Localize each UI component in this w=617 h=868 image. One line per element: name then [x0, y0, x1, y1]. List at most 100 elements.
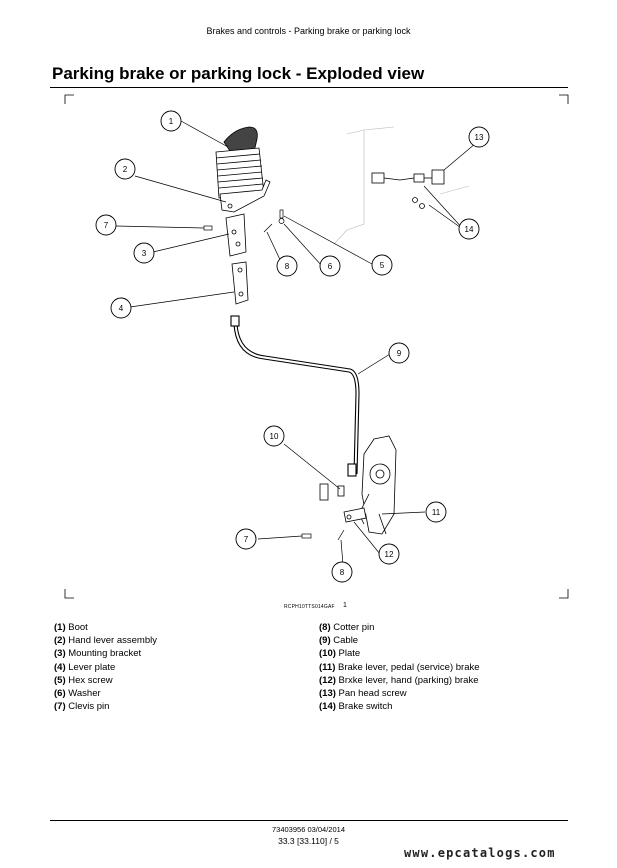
legend-num: (1)	[54, 622, 66, 633]
legend-text: Mounting bracket	[68, 648, 142, 660]
fasteners-top	[203, 209, 285, 233]
svg-text:6: 6	[328, 262, 333, 271]
callout-7-lower: 7	[235, 528, 257, 550]
brake-switch-part	[371, 169, 445, 209]
callout-8: 8	[276, 255, 298, 277]
legend-item: (13) Pan head screw	[319, 687, 480, 700]
legend-text: Plate	[338, 648, 361, 660]
exploded-view-drawing	[64, 94, 569, 599]
svg-text:9: 9	[397, 349, 402, 358]
legend-num: (5)	[54, 674, 66, 686]
title-rule	[50, 87, 568, 88]
hand-lever-part	[219, 179, 271, 213]
callout-2: 2	[114, 158, 136, 180]
footer-page-number: 33.3 [33.110] / 5	[278, 836, 339, 846]
footer-doc-id: 73403956 03/04/2014	[272, 825, 345, 834]
legend-item: (1) Boot	[54, 621, 157, 634]
svg-text:14: 14	[465, 225, 474, 234]
legend-item: (7) Clevis pin	[54, 700, 157, 713]
legend-item: (11) Brake lever, pedal (service) brake	[319, 661, 480, 674]
legend-text: Cable	[333, 635, 359, 647]
legend-text: Hex screw	[68, 674, 113, 686]
legend-item: (14) Brake switch	[319, 700, 480, 713]
boot-part	[215, 126, 265, 199]
parking-brake-lever-part	[343, 507, 367, 523]
callout-3: 3	[133, 242, 155, 264]
legend-num: (6)	[54, 688, 66, 700]
callout-14: 14	[458, 218, 480, 240]
svg-text:10: 10	[270, 432, 279, 441]
svg-text:13: 13	[475, 133, 484, 142]
legend-item: (9) Cable	[319, 634, 480, 647]
svg-text:11: 11	[432, 508, 441, 517]
footer-rule	[50, 820, 568, 821]
legend-item: (5) Hex screw	[54, 674, 157, 687]
crop-marks	[64, 94, 569, 599]
legend-num: (3)	[54, 648, 66, 660]
legend-num: (10)	[319, 648, 336, 660]
legend-num: (12)	[319, 674, 336, 686]
svg-text:2: 2	[123, 165, 128, 174]
svg-text:4: 4	[119, 304, 124, 313]
lever-plate-part	[231, 261, 249, 305]
svg-text:8: 8	[340, 568, 345, 577]
figure-code: RCPH10TTS014GAF	[284, 604, 335, 610]
callout-8-lower: 8	[331, 561, 353, 583]
callout-13: 13	[468, 126, 490, 148]
legend-left: (1) Boot (2) Hand lever assembly (3) Mou…	[54, 621, 157, 713]
legend-num: (7)	[54, 701, 66, 713]
legend-item: (3) Mounting bracket	[54, 647, 157, 660]
callout-12: 12	[378, 543, 400, 565]
legend-item: (8) Cotter pin	[319, 621, 480, 634]
svg-text:3: 3	[142, 249, 147, 258]
plate-part	[319, 483, 345, 501]
callout-5: 5	[371, 254, 393, 276]
legend-text: Brake lever, pedal (service) brake	[338, 661, 480, 673]
legend-num: (2)	[54, 635, 66, 647]
svg-text:5: 5	[380, 261, 385, 270]
svg-text:7: 7	[244, 535, 249, 544]
callout-10: 10	[263, 425, 285, 447]
callout-1: 1	[160, 110, 182, 132]
svg-text:1: 1	[169, 117, 174, 126]
running-header: Brakes and controls - Parking brake or p…	[206, 26, 411, 36]
legend-text: Pan head screw	[338, 688, 407, 700]
housing-outline	[333, 126, 470, 245]
legend-text: Brake switch	[338, 701, 393, 713]
svg-text:8: 8	[285, 262, 290, 271]
legend-num: (14)	[319, 701, 336, 713]
legend-num: (9)	[319, 635, 331, 647]
callout-11: 11	[425, 501, 447, 523]
watermark: www.epcatalogs.com	[404, 846, 556, 860]
figure-number: 1	[343, 602, 347, 609]
cable-part	[230, 315, 360, 477]
legend-item: (4) Lever plate	[54, 661, 157, 674]
legend-num: (4)	[54, 661, 66, 673]
leader-lines	[115, 120, 483, 566]
legend-text: Washer	[68, 688, 101, 700]
legend-num: (13)	[319, 688, 336, 700]
legend-num: (8)	[319, 622, 331, 633]
legend-num: (11)	[319, 661, 336, 673]
legend-text: Brxke lever, hand (parking) brake	[338, 674, 479, 686]
svg-text:12: 12	[385, 550, 394, 559]
callout-4: 4	[110, 297, 132, 319]
callout-6: 6	[319, 255, 341, 277]
legend-text: Boot	[68, 622, 88, 633]
callouts: 1 2 3 4 5 6 7 8 9 10 11 12 13 14 7 8	[95, 110, 490, 583]
legend-text: Lever plate	[68, 661, 116, 673]
section-title: Parking brake or parking lock - Exploded…	[52, 64, 425, 83]
legend-item: (10) Plate	[319, 647, 480, 660]
exploded-view-figure: 1 2 3 4 5 6 7 8 9 10 11 12 13 14 7 8	[64, 94, 569, 599]
callout-9: 9	[388, 342, 410, 364]
legend-item: (12) Brxke lever, hand (parking) brake	[319, 674, 480, 687]
callout-7: 7	[95, 214, 117, 236]
legend-item: (6) Washer	[54, 687, 157, 700]
legend-text: Clevis pin	[68, 701, 110, 713]
legend-text: Cotter pin	[333, 622, 375, 633]
legend-item: (2) Hand lever assembly	[54, 634, 157, 647]
legend-text: Hand lever assembly	[68, 635, 157, 647]
mounting-bracket-part	[225, 213, 247, 257]
legend-right: (8) Cotter pin (9) Cable (10) Plate (11)…	[319, 621, 480, 713]
svg-text:7: 7	[104, 221, 109, 230]
